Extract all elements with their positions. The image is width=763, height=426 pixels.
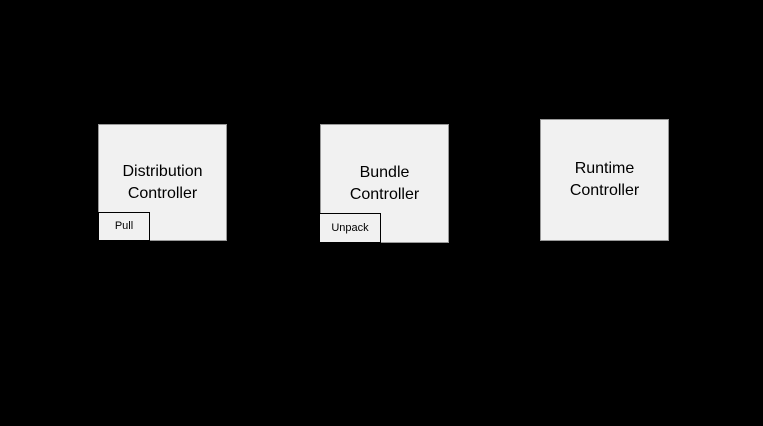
tag-label-unpack: Unpack [331,221,369,234]
node-label-bundle-controller: Bundle Controller [349,163,420,203]
tag-unpack[interactable]: Unpack [319,213,381,243]
tag-label-pull: Pull [114,220,134,232]
tag-pull[interactable]: Pull [98,212,150,241]
node-runtime-controller[interactable]: Runtime Controller [540,119,669,241]
node-label-distribution-controller: Distribution Controller [122,162,203,202]
node-label-runtime-controller: Runtime Controller [569,160,640,199]
